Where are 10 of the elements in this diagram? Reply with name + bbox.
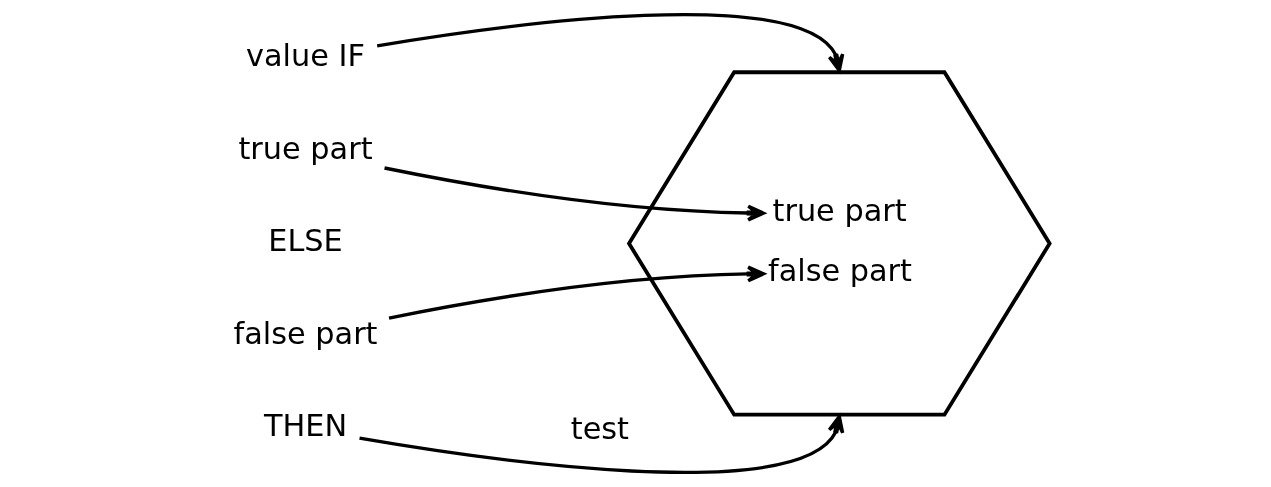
node-text: true part xyxy=(237,130,373,166)
node-label: test xyxy=(570,410,629,446)
node-text: false part xyxy=(233,315,378,351)
arrow xyxy=(376,12,844,73)
arrow xyxy=(388,265,765,320)
node-text: ELSE xyxy=(267,223,343,259)
node-text: value IF xyxy=(245,37,365,73)
arrow xyxy=(383,166,765,222)
node-text: THEN xyxy=(263,408,347,444)
arrow xyxy=(358,414,844,474)
